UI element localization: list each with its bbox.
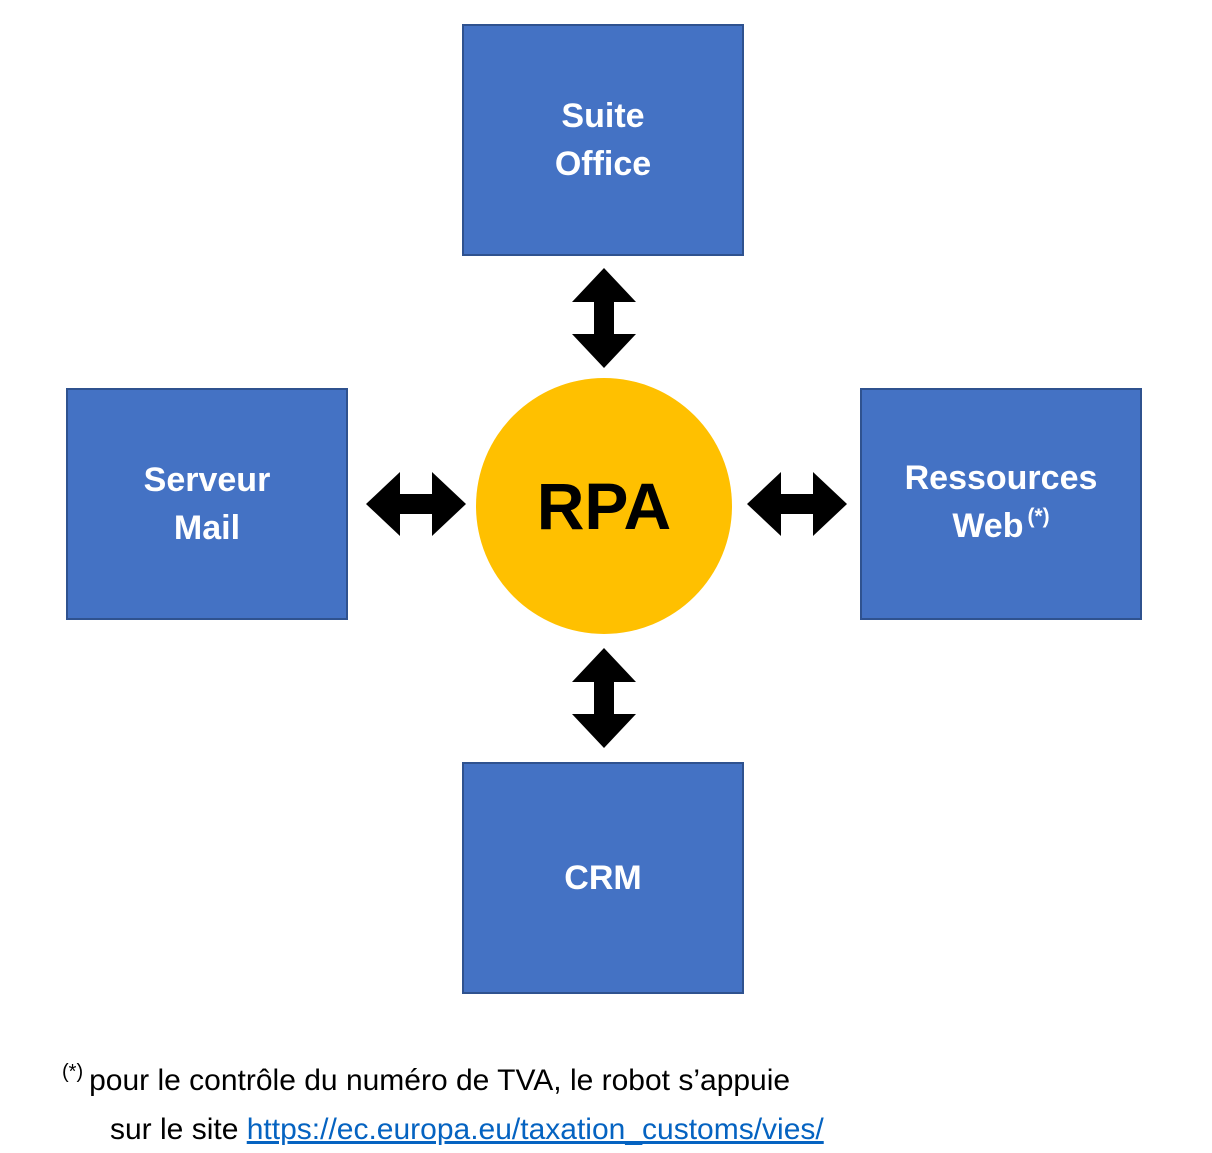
node-ressources-web-line-1: Ressources: [904, 458, 1098, 497]
node-suite-office: Suite Office: [462, 24, 744, 256]
vies-link[interactable]: https://ec.europa.eu/taxation_customs/vi…: [246, 1113, 824, 1146]
node-serveur-mail: Serveur Mail: [66, 388, 348, 620]
double-arrow-left: [366, 472, 466, 536]
footnote: (*)pour le contrôle du numéro de TVA, le…: [62, 1058, 1182, 1153]
double-arrow-bottom: [572, 648, 636, 748]
footnote-site-prefix: sur le site: [110, 1113, 239, 1146]
node-suite-office-line-2: Office: [554, 145, 652, 183]
double-arrow-top: [572, 268, 636, 368]
footnote-text: pour le contrôle du numéro de TVA, le ro…: [89, 1064, 791, 1097]
node-crm-label: CRM: [564, 859, 642, 897]
footnote-line-1: (*)pour le contrôle du numéro de TVA, le…: [62, 1058, 1182, 1107]
footnote-asterisk: (*): [62, 1061, 84, 1083]
node-ressources-web-line-2: Web(*): [905, 502, 1098, 555]
hub-rpa: RPA: [476, 378, 732, 634]
node-crm: CRM: [462, 762, 744, 994]
node-ressources-web: Ressources Web(*): [860, 388, 1142, 620]
node-suite-office-line-1: Suite: [561, 97, 645, 135]
node-serveur-mail-line-1: Serveur: [143, 461, 271, 499]
double-arrow-right: [747, 472, 847, 536]
node-serveur-mail-line-2: Mail: [173, 509, 241, 547]
footnote-marker: (*): [1027, 504, 1050, 528]
hub-rpa-label: RPA: [536, 469, 672, 543]
node-ressources-web-text: Web: [952, 506, 1024, 545]
footnote-line-2: sur le site https://ec.europa.eu/taxatio…: [62, 1107, 1182, 1153]
